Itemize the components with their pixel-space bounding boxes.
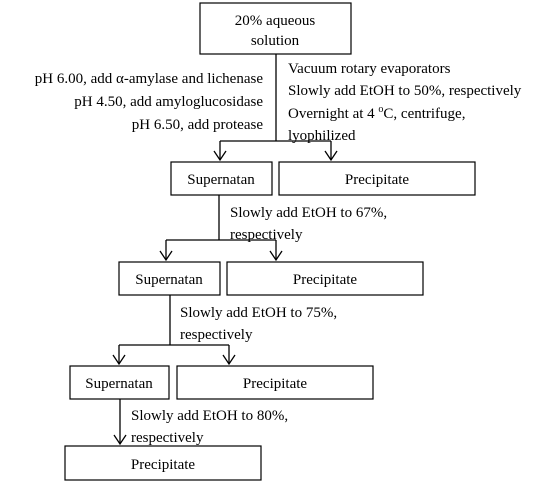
first-step-line4: lyophilized <box>288 128 356 144</box>
start-label-line2: solution <box>251 33 300 49</box>
split-1 <box>213 140 338 162</box>
stage-2-precipitate-box <box>226 261 424 296</box>
stage-1-precipitate-box <box>278 161 476 196</box>
stage-1-next-step-line2: respectively <box>230 227 303 243</box>
stage-2-precipitate-label: Precipitate <box>293 272 357 288</box>
split-3 <box>112 344 236 366</box>
stage-3-next-step-line1: Slowly add EtOH to 80%, <box>131 408 288 424</box>
split-3-right-arrowhead <box>222 354 236 366</box>
start-box <box>199 2 352 55</box>
final-precipitate-label: Precipitate <box>131 457 195 473</box>
split-1-right-arrowhead <box>324 150 338 162</box>
stage-2-next-step-line2: respectively <box>180 327 253 343</box>
stage-1-supernatant-box <box>170 161 273 196</box>
stage-2-next-step-line1: Slowly add EtOH to 75%, <box>180 305 337 321</box>
stage-1-supernatant-label: Supernatan <box>187 172 255 188</box>
first-step-line1: Vacuum rotary evaporators <box>288 61 451 77</box>
enzyme-step-1: pH 6.00, add α-amylase and lichenase <box>35 71 264 87</box>
final-precipitate-box <box>64 445 262 481</box>
final-node: Precipitate <box>64 445 262 481</box>
stage-1-next-step-line1: Slowly add EtOH to 67%, <box>230 205 387 221</box>
stage-1: Supernatan Precipitate <box>170 161 476 196</box>
stage-2-next-step: Slowly add EtOH to 75%, respectively <box>180 305 337 343</box>
first-step-line3: Overnight at 4 oC, centrifuge, <box>288 104 465 122</box>
split-1-left-arrowhead <box>213 150 227 162</box>
enzyme-step-3: pH 6.50, add protease <box>132 117 264 133</box>
split-3-left-arrowhead <box>112 354 126 366</box>
enzyme-treatments: pH 6.00, add α-amylase and lichenase pH … <box>35 71 264 133</box>
stage-2-supernatant-label: Supernatan <box>135 272 203 288</box>
stage-2-supernatant-box <box>118 261 221 296</box>
first-step-text: Vacuum rotary evaporators Slowly add EtO… <box>288 61 522 144</box>
start-node: 20% aqueous solution <box>199 2 352 55</box>
stage-3-next-step: Slowly add EtOH to 80%, respectively <box>131 408 288 446</box>
enzyme-step-2: pH 4.50, add amyloglucosidase <box>74 94 263 110</box>
stage-2: Supernatan Precipitate <box>118 261 424 296</box>
split-2-left-arrowhead <box>159 250 173 262</box>
first-step-line3-end: C, centrifuge, <box>383 106 465 122</box>
stage-3-precipitate-box <box>176 365 374 400</box>
stage-3-precipitate-label: Precipitate <box>243 376 307 392</box>
stage-1-precipitate-label: Precipitate <box>345 172 409 188</box>
start-label-line1: 20% aqueous <box>235 13 316 29</box>
final-arrowhead <box>113 434 127 446</box>
stage-3-supernatant-box <box>69 365 170 400</box>
stage-3-supernatant-label: Supernatan <box>85 376 153 392</box>
stage-1-next-step: Slowly add EtOH to 67%, respectively <box>230 205 387 243</box>
degree-sign: o <box>378 104 383 115</box>
split-2-right-arrowhead <box>269 250 283 262</box>
split-2 <box>159 239 283 262</box>
first-step-line2: Slowly add EtOH to 50%, respectively <box>288 83 522 99</box>
first-step-line3-start: Overnight at 4 <box>288 106 378 122</box>
stage-3: Supernatan Precipitate <box>69 365 374 400</box>
stage-3-next-step-line2: respectively <box>131 430 204 446</box>
